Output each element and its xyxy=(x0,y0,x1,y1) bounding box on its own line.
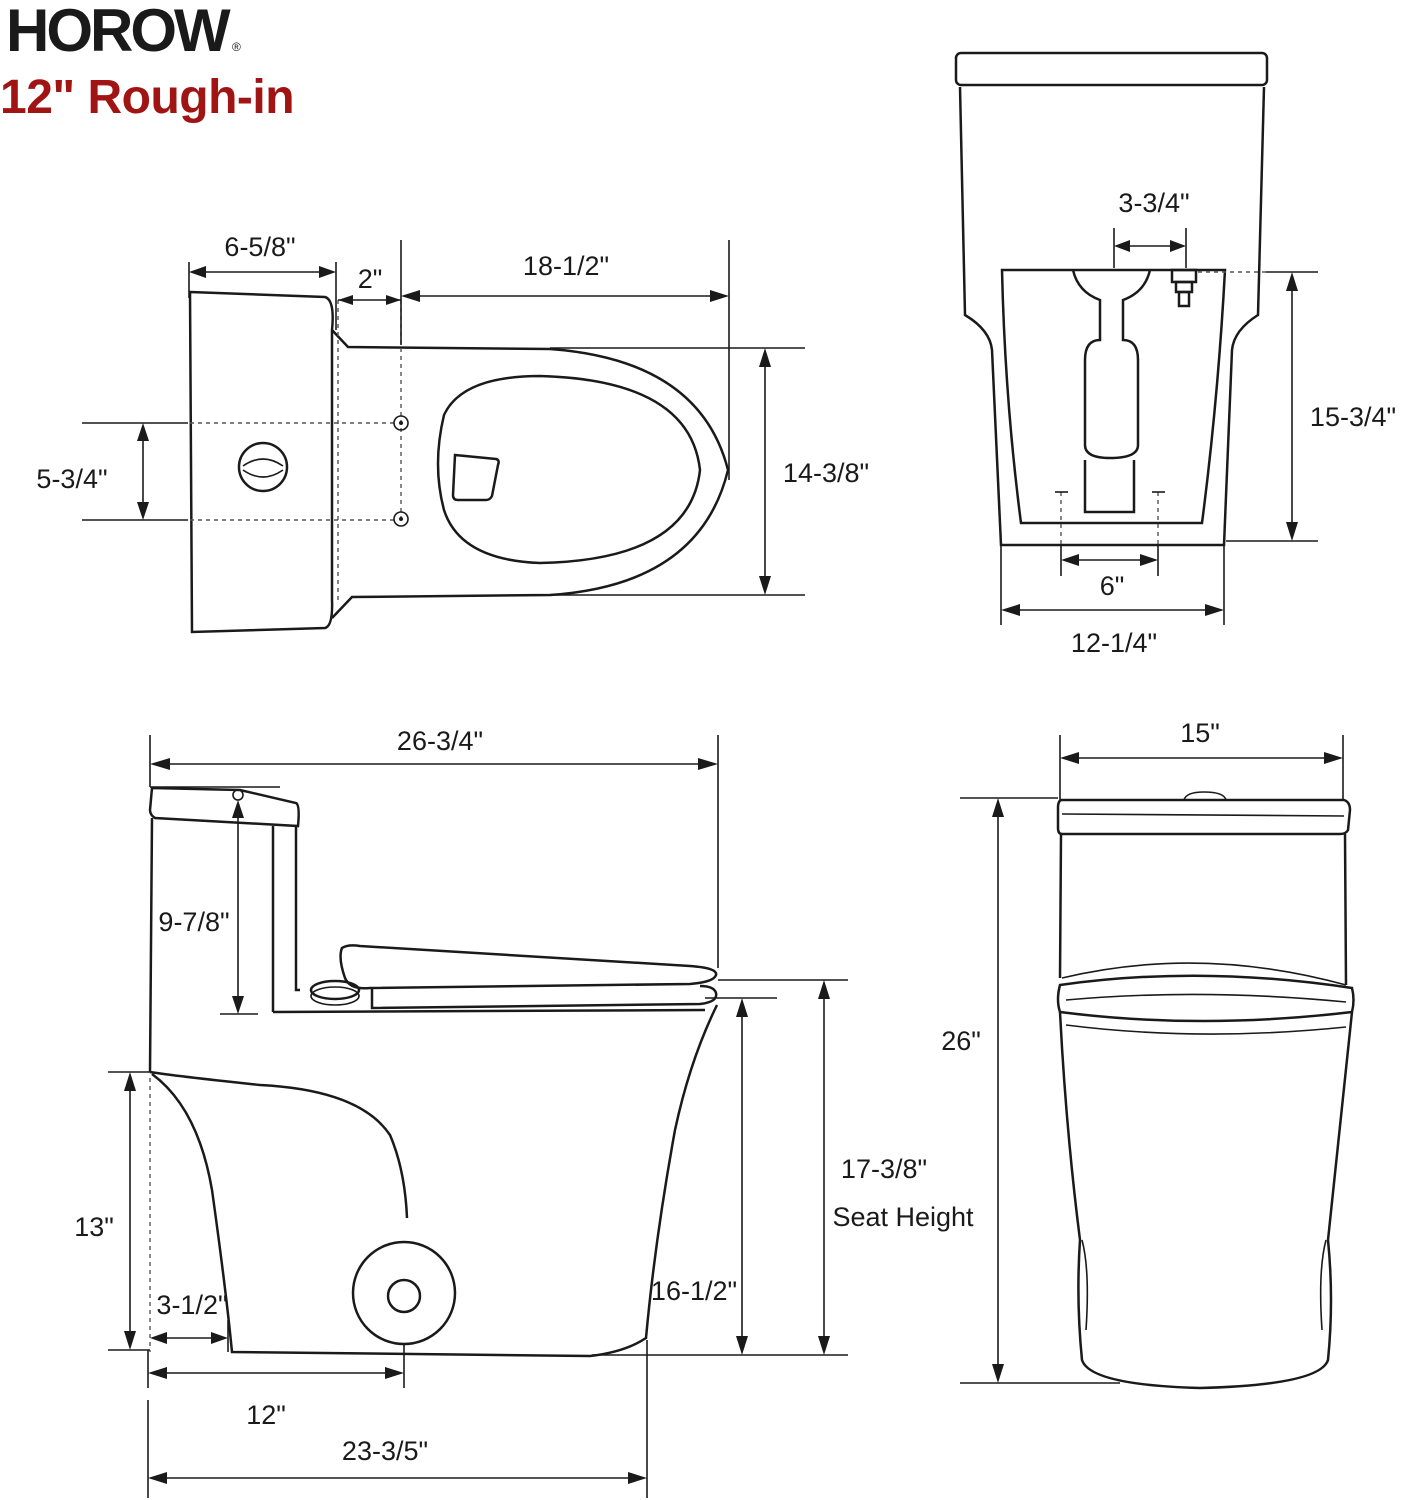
front-view-lid xyxy=(1056,798,1352,836)
flush-button-icon xyxy=(1183,791,1227,801)
tank-depth-label: 6-5/8" xyxy=(224,232,295,262)
flush-button-icon xyxy=(237,441,289,493)
overall-length-label: 26-3/4" xyxy=(397,726,483,756)
back-view-recess xyxy=(1000,268,1227,525)
bolt-spacing-label: 5-3/4" xyxy=(36,464,107,494)
tank-height-label: 9-7/8" xyxy=(158,907,229,937)
back-view-lid xyxy=(954,51,1269,87)
base-width-label: 12-1/4" xyxy=(1071,628,1157,658)
wall-to-supply-label: 3-1/2" xyxy=(156,1290,227,1320)
side-view-seat xyxy=(370,984,718,1010)
tank-width-label: 15" xyxy=(1180,718,1220,748)
top-view-bowl-outline xyxy=(331,329,730,619)
registered-mark: ® xyxy=(232,40,241,54)
front-view-bowl xyxy=(1058,1011,1354,1390)
drain-icon xyxy=(451,453,500,502)
front-view-tank xyxy=(1058,833,1348,986)
supply-offset-label: 3-3/4" xyxy=(1118,188,1189,218)
supply-valve-icon xyxy=(1170,268,1198,284)
side-view-bowl xyxy=(149,1070,409,1219)
rim-height-label: 16-1/2" xyxy=(651,1276,737,1306)
side-view-seat-lid xyxy=(339,944,718,990)
bowl-width-label: 14-3/8" xyxy=(783,458,869,488)
bolt-hole-icon xyxy=(393,511,409,527)
top-view-seat-opening xyxy=(436,374,702,565)
rough-in-title: 12" Rough-in xyxy=(0,71,295,124)
seat-height-value: 17-3/8" xyxy=(841,1154,927,1184)
rough-in-label: 12" xyxy=(246,1400,286,1430)
side-view-tank xyxy=(148,817,300,1073)
gap-label: 2" xyxy=(358,264,383,294)
overall-height-label: 26" xyxy=(941,1026,981,1056)
brand-logo: HOROW xyxy=(6,0,231,64)
side-view: 26-3/4" 9-7/8" 13" 3-1/2" xyxy=(74,726,974,1498)
base-length-label: 23-3/5" xyxy=(342,1436,428,1466)
bolt-width-label: 6" xyxy=(1100,571,1125,601)
trapway-outline xyxy=(1071,269,1152,460)
trap-height-label: 15-3/4" xyxy=(1310,402,1396,432)
bowl-length-label: 18-1/2" xyxy=(523,251,609,281)
trapway-icon xyxy=(351,1240,457,1346)
hinge-icon xyxy=(309,979,361,1001)
top-view: 6-5/8" 2" 18-1/2" 5-3/4" xyxy=(36,232,869,634)
back-view-body xyxy=(958,86,1266,547)
front-view: 15" 26" xyxy=(941,718,1355,1390)
top-view-tank xyxy=(188,290,334,634)
back-view: 3-3/4" 15-3/4" 6" 12-1/4" xyxy=(954,51,1396,658)
side-view-tank-lid xyxy=(148,786,300,828)
supply-height-label: 13" xyxy=(74,1212,114,1242)
seat-height-caption: Seat Height xyxy=(832,1202,974,1232)
bolt-hole-icon xyxy=(393,415,409,431)
